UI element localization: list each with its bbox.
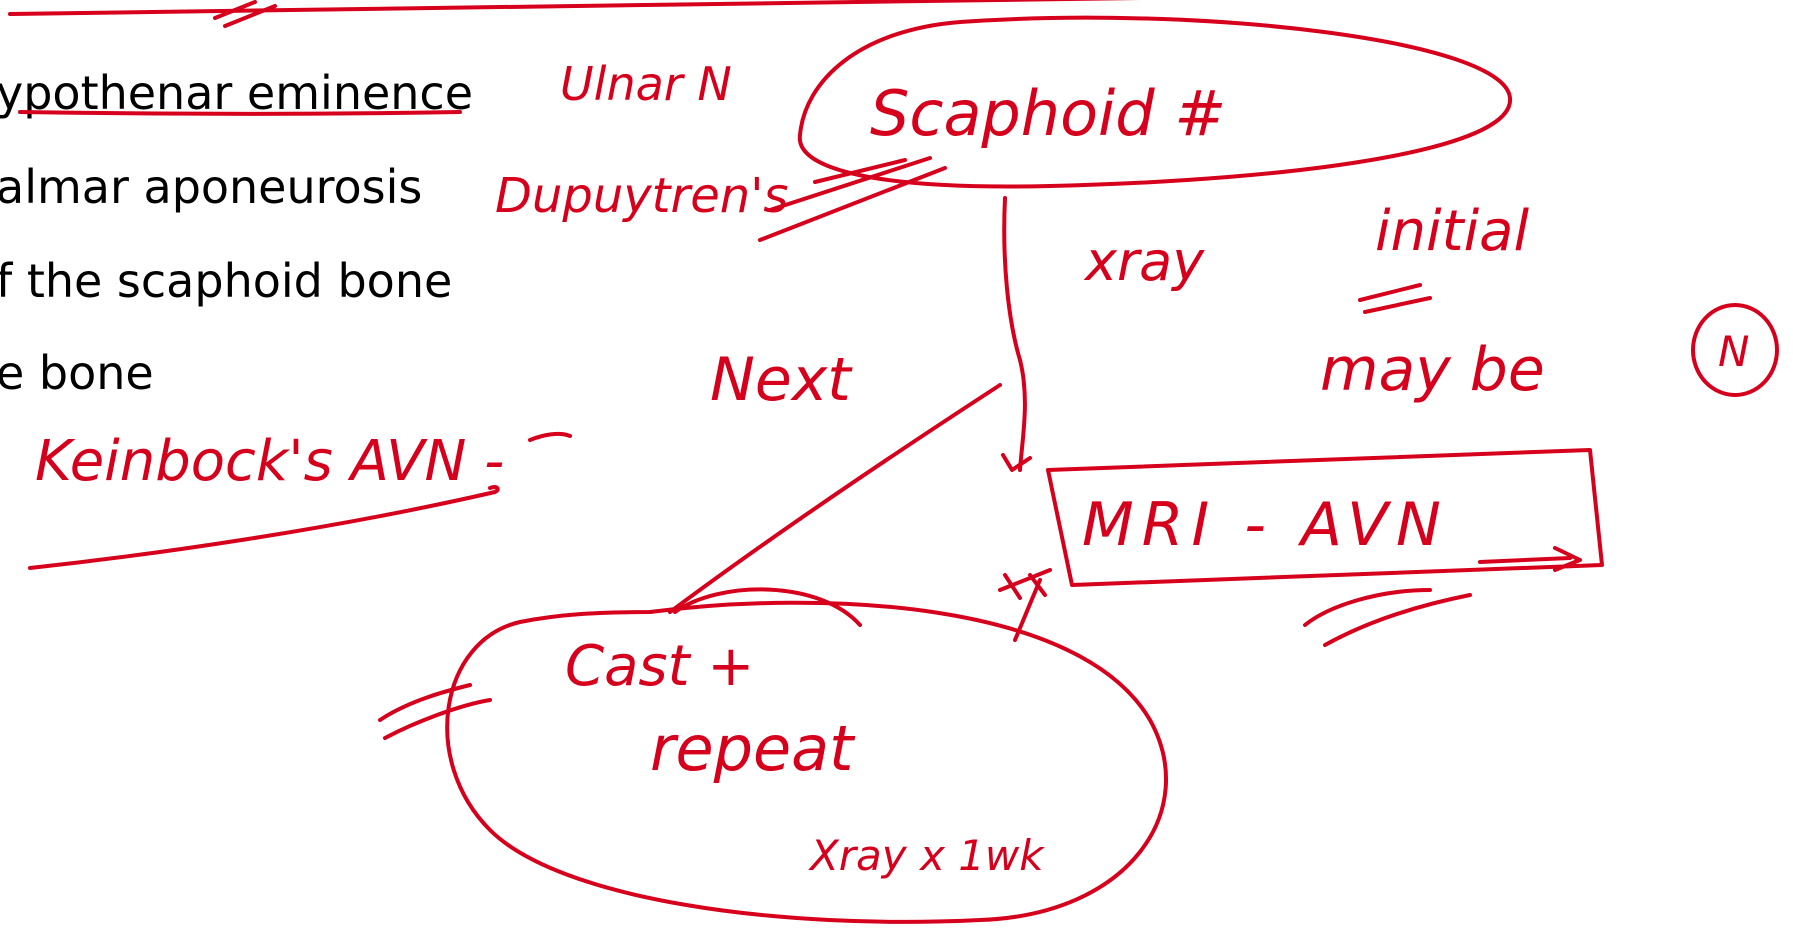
cross-marks xyxy=(998,568,1052,642)
scaphoid-ellipse xyxy=(797,15,1513,189)
n-circle xyxy=(1691,303,1779,397)
initial-underline-2 xyxy=(1363,296,1432,314)
handwriting-next: Next xyxy=(710,345,853,415)
dupuytren-arrow-3 xyxy=(813,158,907,184)
next-arrow-line xyxy=(668,383,1002,614)
handwriting-ulnar: Ulnar N xyxy=(560,57,732,111)
kienbock-underline xyxy=(28,485,500,570)
top-stroke xyxy=(8,0,1141,16)
cast-double-stroke-1 xyxy=(378,683,472,722)
handwriting-kienbock: Keinbock's AVN - xyxy=(35,429,504,494)
handwriting-cast: Cast + xyxy=(565,634,754,699)
handwriting-mri: MRI - AVN xyxy=(1082,490,1449,560)
cast-ellipse-arc xyxy=(673,587,862,627)
mri-double-stroke-2 xyxy=(1323,593,1472,647)
mri-double-stroke-1 xyxy=(1303,588,1432,627)
handwriting-xray-followup: Xray x 1wk xyxy=(808,831,1045,880)
kienbock-dash xyxy=(528,431,572,442)
scaphoid-arrowhead xyxy=(1001,453,1032,472)
mri-box xyxy=(1046,448,1604,587)
handwriting-initial: initial xyxy=(1375,199,1529,264)
handwriting-may-be: may be xyxy=(1320,335,1545,405)
initial-underline-1 xyxy=(1358,283,1422,302)
handwriting-dupuytren: Dupuytren's xyxy=(495,168,788,224)
mri-underline xyxy=(1478,556,1572,564)
dupuytren-arrow-2 xyxy=(758,166,947,242)
dupuytren-arrow-1 xyxy=(768,156,932,212)
handwriting-scaphoid: Scaphoid # xyxy=(870,77,1226,150)
cast-ellipse xyxy=(445,600,1168,924)
handwriting-n: N xyxy=(1718,327,1749,376)
underline-hypothenar xyxy=(18,110,462,116)
cast-double-stroke-2 xyxy=(383,698,492,740)
handwriting-xray: xray xyxy=(1083,230,1205,293)
mri-box-tick xyxy=(1553,546,1582,572)
top-double-stroke xyxy=(213,0,277,28)
scaphoid-down-line xyxy=(1002,196,1027,472)
handwriting-repeat: repeat xyxy=(650,712,856,785)
